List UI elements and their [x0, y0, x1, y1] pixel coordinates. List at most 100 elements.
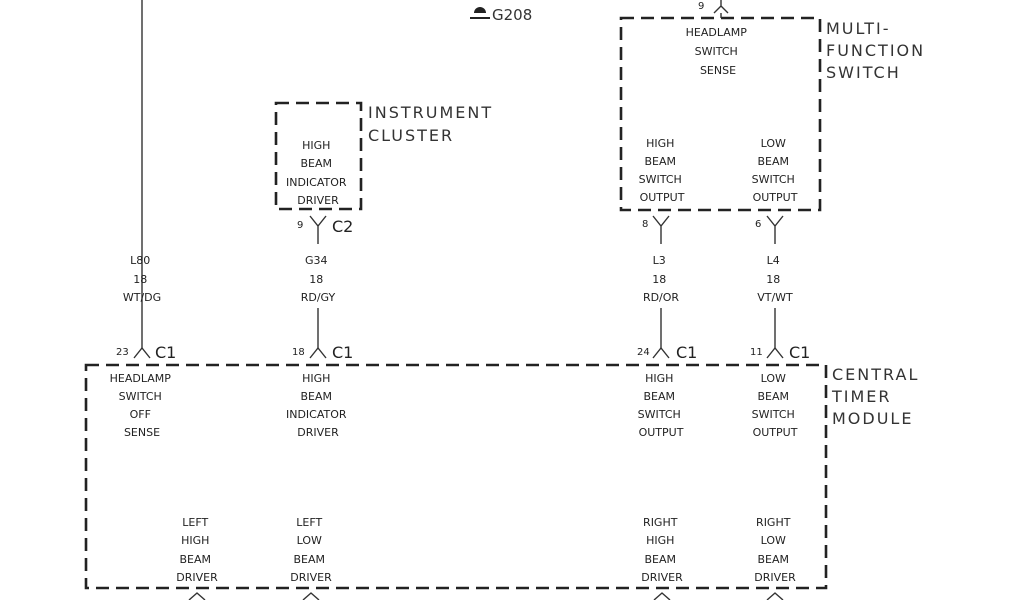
label-line: BEAM [757, 553, 789, 566]
label-line: SWITCH [119, 390, 162, 403]
instrument-cluster: INSTRUMENT CLUSTER HIGH BEAM INDICATOR D… [274, 101, 500, 244]
ic-pin-9-c2: 9 C2 [297, 215, 353, 244]
ground-icon [474, 7, 486, 13]
label-line: INDICATOR [286, 408, 347, 421]
ic-title-line: INSTRUMENT [368, 103, 493, 122]
label-line: BEAM [644, 553, 676, 566]
connector-icon [766, 346, 784, 359]
label-line: HIGH [302, 372, 330, 385]
ic-box [274, 101, 363, 211]
label-line: LOW [297, 534, 322, 547]
label-line: HEADLAMP [110, 372, 172, 385]
ctm-pin-24-c1: 24 C1 [637, 343, 697, 362]
pin-number: 11 [750, 347, 763, 358]
label-line: OFF [130, 408, 151, 421]
ground-label: G208 [492, 6, 532, 24]
label-line: RIGHT [756, 516, 791, 529]
pin-number: 6 [755, 219, 761, 230]
label-line: SENSE [124, 426, 160, 439]
central-timer-module: CENTRAL TIMER MODULE 23 C1 18 C1 24 C1 1… [84, 343, 926, 600]
ctm-title-line: MODULE [832, 409, 913, 428]
label-line: BEAM [757, 155, 789, 168]
ctm-pin-23-c1: 23 C1 [116, 343, 176, 362]
ctm-pin-18-c1: 18 C1 [292, 343, 353, 362]
mfs-title-line: SWITCH [826, 63, 901, 82]
ctm-title-line: CENTRAL [832, 365, 919, 384]
wire-code-line: 18 [309, 273, 323, 286]
wire-code-line: 18 [133, 273, 147, 286]
wire-code-l4: L4 18 VT/WT [757, 254, 793, 304]
label-line: BEAM [300, 390, 332, 403]
wire-code-line: 18 [652, 273, 666, 286]
label-line: SWITCH [752, 173, 795, 186]
mfs-title-line: FUNCTION [826, 41, 925, 60]
ctm-high-beam-switch-label: HIGH BEAM SWITCH OUTPUT [638, 372, 685, 439]
label-line: BEAM [300, 157, 332, 170]
ctm-low-beam-switch-label: LOW BEAM SWITCH OUTPUT [752, 372, 799, 439]
connector-icon [133, 346, 151, 359]
label-line: OUTPUT [640, 191, 685, 204]
label-line: SWITCH [695, 45, 738, 58]
connector-label: C2 [332, 217, 353, 236]
pin-number: 9 [698, 1, 704, 12]
label-line: SWITCH [638, 408, 681, 421]
wire-code-line: G34 [305, 254, 328, 267]
pin-number: 18 [292, 347, 305, 358]
label-line: OUTPUT [753, 191, 798, 204]
label-line: OUTPUT [753, 426, 798, 439]
pin-number: 23 [116, 347, 129, 358]
connector-icon [652, 215, 670, 244]
ctm-title: CENTRAL TIMER MODULE [831, 365, 926, 428]
connector-label: C1 [155, 343, 176, 362]
connector-label: C1 [332, 343, 353, 362]
mfs-title: MULTI- FUNCTION SWITCH [826, 19, 932, 82]
label-line: DRIVER [297, 194, 339, 207]
label-line: BEAM [643, 390, 675, 403]
pin-number: 24 [637, 347, 650, 358]
label-line: LEFT [296, 516, 322, 529]
label-line: OUTPUT [639, 426, 684, 439]
label-line: DRIVER [641, 571, 683, 584]
label-line: DRIVER [754, 571, 796, 584]
ctm-pin-11-c1: 11 C1 [750, 343, 810, 362]
label-line: BEAM [644, 155, 676, 168]
wire-code-line: L80 [130, 254, 150, 267]
mfs-pin-6: 6 [755, 215, 784, 244]
connector-icon [766, 215, 784, 244]
ic-title-line: CLUSTER [368, 126, 454, 145]
connector-icon [309, 346, 327, 359]
wire-code-line: 18 [766, 273, 780, 286]
wire-code-line: RD/GY [301, 291, 336, 304]
label-line: SENSE [700, 64, 736, 77]
ic-title: INSTRUMENT CLUSTER [368, 103, 500, 145]
label-line: HEADLAMP [686, 26, 748, 39]
label-line: INDICATOR [286, 176, 347, 189]
pin-number: 9 [297, 220, 303, 231]
label-line: BEAM [179, 553, 211, 566]
connector-icon [302, 592, 320, 600]
wire-code-l3: L3 18 RD/OR [643, 254, 679, 304]
wire-code-line: L4 [767, 254, 780, 267]
label-line: DRIVER [290, 571, 332, 584]
wire-code-line: VT/WT [757, 291, 793, 304]
mfs-box [619, 16, 822, 212]
ctm-left-low-beam-driver-label: LEFT LOW BEAM DRIVER [290, 516, 332, 584]
mfs-pin-9: 9 [698, 0, 729, 18]
connector-icon [188, 592, 206, 600]
connector-label: C1 [676, 343, 697, 362]
wire-code-line: L3 [653, 254, 666, 267]
wire-code-g34: G34 18 RD/GY [301, 254, 336, 304]
label-line: HIGH [646, 534, 674, 547]
wire-code-l80: L80 18 WT/DG [123, 254, 161, 304]
label-line: LEFT [182, 516, 208, 529]
label-line: RIGHT [643, 516, 678, 529]
connector-icon [652, 346, 670, 359]
ctm-box [84, 363, 828, 590]
label-line: HIGH [646, 137, 674, 150]
label-line: SWITCH [639, 173, 682, 186]
connector-icon [766, 592, 784, 600]
mfs-low-beam-label: LOW BEAM SWITCH OUTPUT [752, 137, 799, 204]
ctm-headlamp-off-sense-label: HEADLAMP SWITCH OFF SENSE [110, 372, 175, 439]
ctm-right-low-beam-driver-label: RIGHT LOW BEAM DRIVER [754, 516, 796, 584]
